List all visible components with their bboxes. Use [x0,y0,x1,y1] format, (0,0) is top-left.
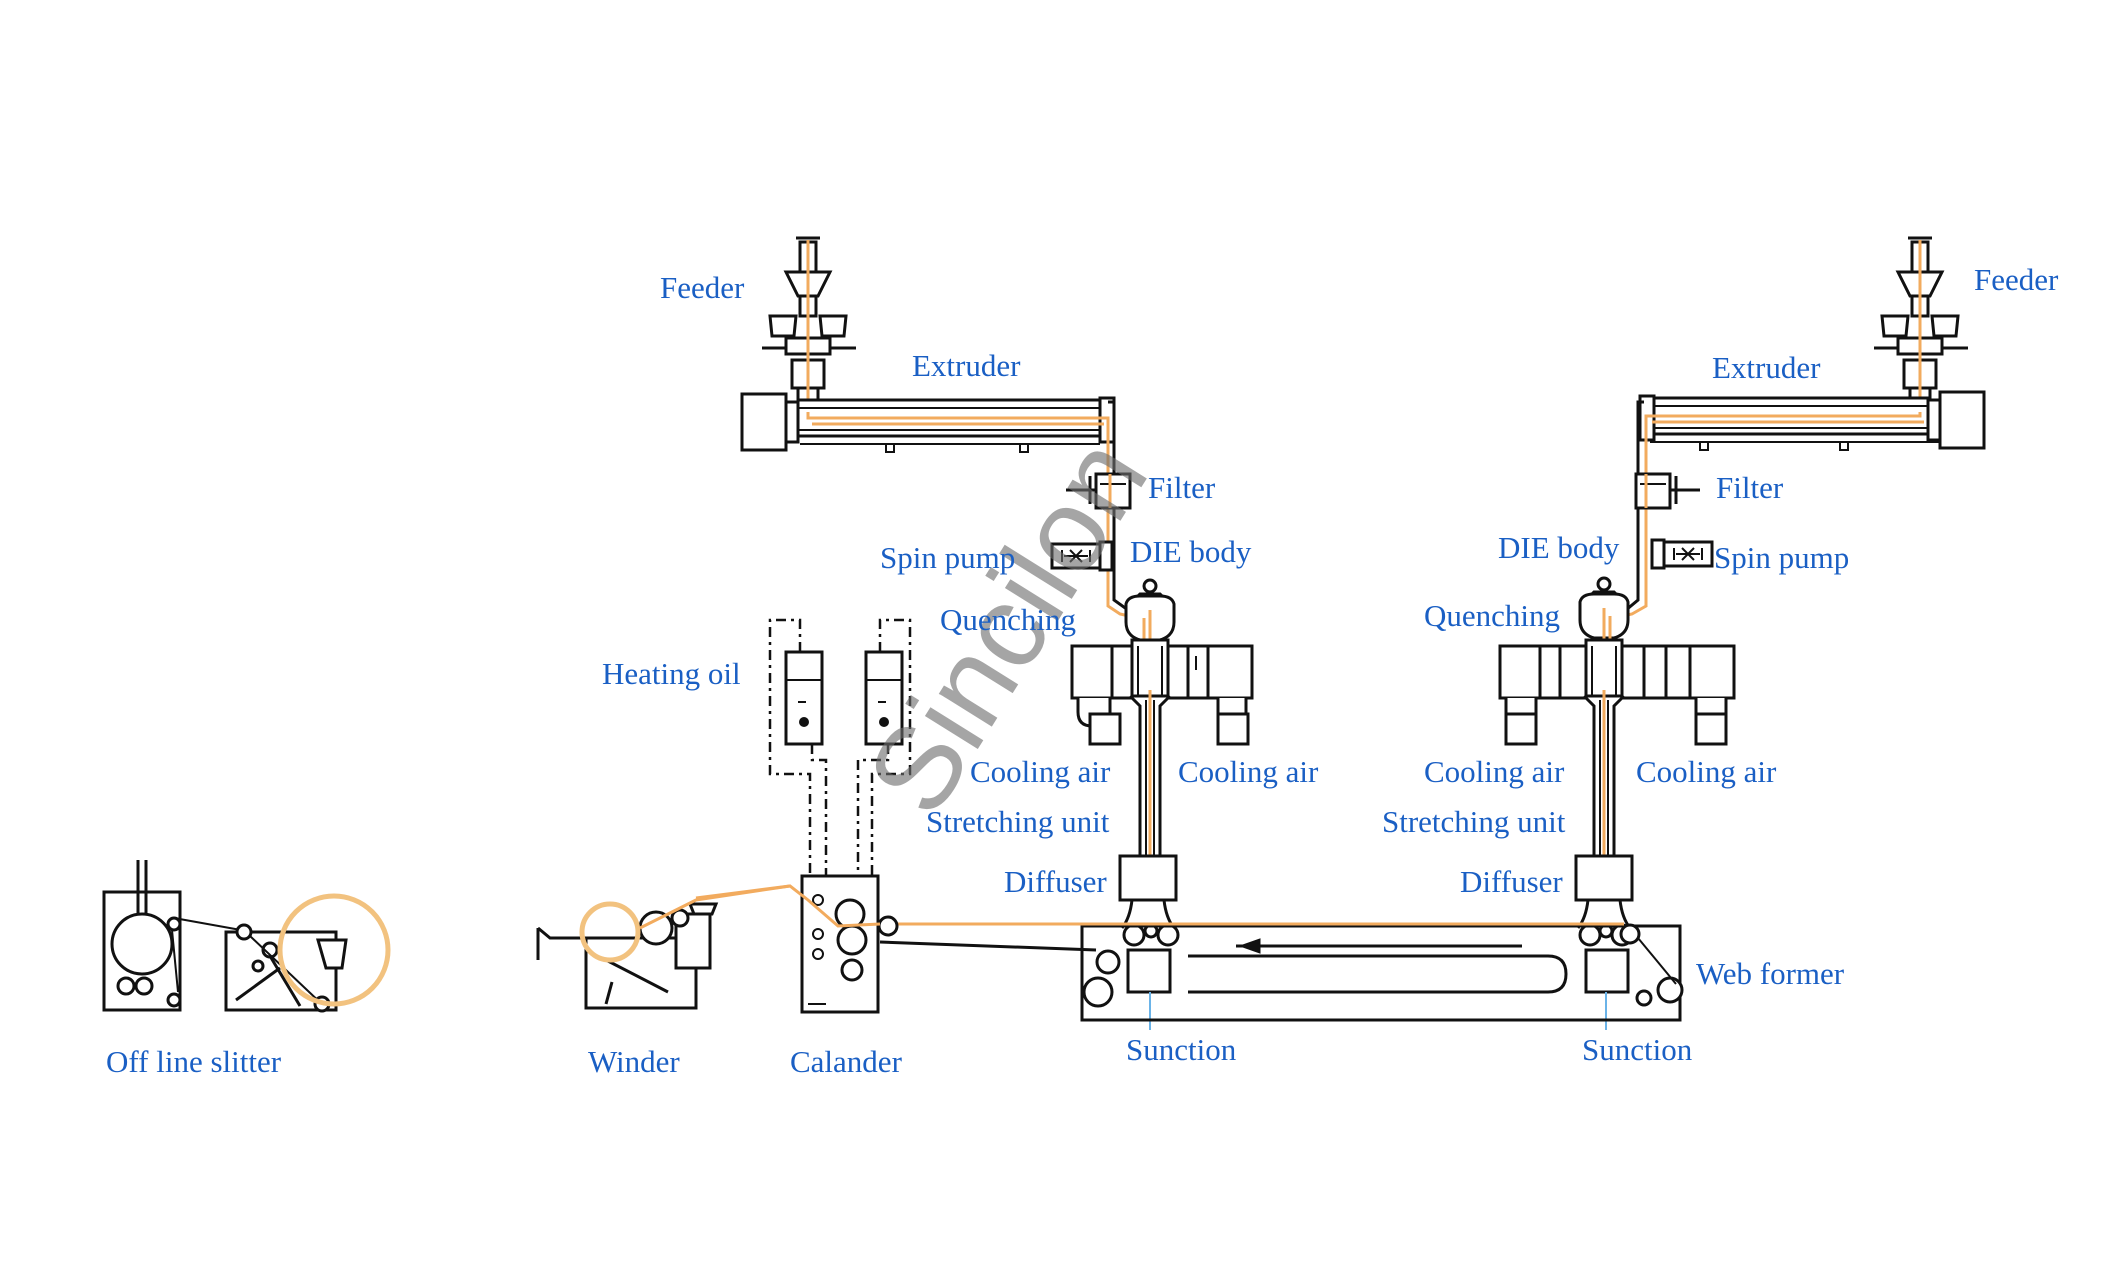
filter-right-shape [1634,472,1700,510]
label-spin-pump-left: Spin pump [880,540,1016,575]
label-diffuser-left: Diffuser [1004,864,1107,899]
quench-left-shape [1070,638,1254,746]
feeder-right-shape [1874,236,1968,412]
suction-left-shape [1126,948,1172,1030]
label-feeder-left: Feeder [660,270,745,305]
label-extruder-left: Extruder [912,348,1021,383]
web-former-shape [879,922,1684,1022]
label-filter-left: Filter [1148,470,1216,505]
label-suction-right: Sunction [1582,1032,1693,1067]
extruder-right-shape [1638,390,1986,451]
label-stretching-unit-right: Stretching unit [1382,804,1566,839]
label-off-line-slitter: Off line slitter [106,1044,282,1079]
label-quenching-left: Quenching [940,602,1077,637]
winder-shape [536,884,791,1010]
label-filter-right: Filter [1716,470,1784,505]
filter-left-shape [1066,472,1132,510]
label-suction-left: Sunction [1126,1032,1237,1067]
label-diffuser-right: Diffuser [1460,864,1563,899]
diffuser-left-shape [1118,854,1180,947]
feeder-left-shape [762,236,856,412]
label-feeder-right: Feeder [1974,262,2059,297]
label-die-body-left: DIE body [1130,534,1252,569]
label-extruder-right: Extruder [1712,350,1821,385]
label-heating-oil: Heating oil [602,656,741,691]
label-quenching-right: Quenching [1424,598,1561,633]
label-cooling-air-2: Cooling air [1178,754,1319,789]
spin-pump-right-shape [1650,538,1714,570]
label-stretching-unit-left: Stretching unit [926,804,1110,839]
label-winder: Winder [588,1044,680,1079]
suction-right-shape [1584,948,1630,1030]
label-die-body-right: DIE body [1498,530,1620,565]
label-spin-pump-right: Spin pump [1714,540,1850,575]
spin-pump-left-shape [1050,540,1114,572]
calander-shape [695,874,899,1014]
label-cooling-air-3: Cooling air [1424,754,1565,789]
label-cooling-air-1: Cooling air [970,754,1111,789]
quench-right-shape [1498,638,1736,746]
label-cooling-air-4: Cooling air [1636,754,1777,789]
off-line-slitter-shape [102,860,391,1013]
heating-oil-shape [768,618,912,884]
die-body-left-shape [1124,578,1176,690]
label-web-former: Web former [1696,956,1845,991]
label-calander: Calander [790,1044,902,1079]
